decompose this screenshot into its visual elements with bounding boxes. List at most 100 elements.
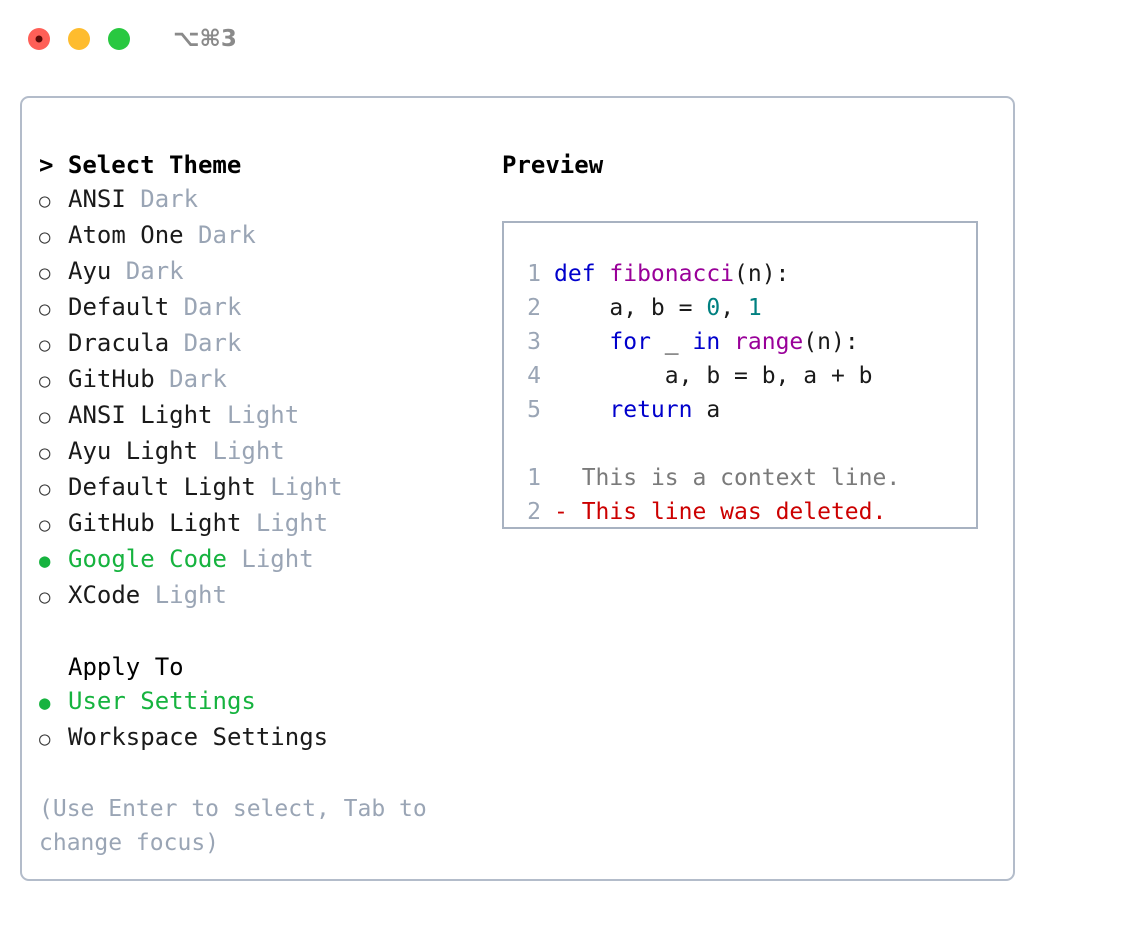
code-token-kw: def: [554, 261, 610, 287]
theme-option-github[interactable]: ○ GitHub Dark: [39, 362, 499, 398]
theme-option-xcode[interactable]: ○ XCode Light: [39, 578, 499, 614]
line-number: 5: [527, 397, 541, 423]
line-number: 1: [527, 261, 541, 287]
code-token-kw: in: [692, 329, 721, 355]
theme-variant-tag: Dark: [169, 329, 242, 357]
code-token-num: 0: [706, 295, 721, 321]
code-token-fn: fibonacci: [609, 261, 735, 287]
code-line: 5 return a: [504, 393, 976, 427]
code-token-pl: _: [650, 329, 693, 355]
preview-spacer: [504, 427, 976, 461]
theme-option-ansi[interactable]: ○ANSI Dark: [39, 182, 499, 218]
theme-option-ansi-light[interactable]: ○ ANSI Light Light: [39, 398, 499, 434]
theme-option-label: XCode: [68, 581, 141, 609]
theme-option-default[interactable]: ○Default Dark: [39, 290, 499, 326]
code-token-kw: for: [609, 329, 651, 355]
radio-unselected-icon: ○: [39, 334, 51, 356]
theme-option-github-light[interactable]: ○GitHub Light Light: [39, 506, 499, 542]
code-token-pl: a, b =: [554, 295, 707, 321]
theme-option-label: Atom One: [68, 221, 184, 249]
theme-option-label: Default: [68, 293, 170, 321]
code-token-pl: [554, 329, 609, 355]
theme-variant-tag: Dark: [154, 365, 227, 393]
apply-option-label: Workspace Settings: [68, 723, 329, 751]
theme-option-list: ○ANSI Dark○Atom One Dark○Ayu Dark○Defaul…: [39, 182, 499, 614]
code-token-pl: a: [692, 397, 721, 423]
theme-variant-tag: Light: [212, 401, 300, 429]
radio-unselected-icon: ○: [39, 442, 51, 464]
code-line-text: return a: [554, 393, 720, 427]
code-line-text: a, b = b, a + b: [554, 359, 873, 393]
theme-option-label: Google Code: [68, 545, 227, 573]
theme-option-label: GitHub: [68, 365, 155, 393]
theme-option-label: ANSI Light: [68, 401, 213, 429]
code-token-kw: return: [609, 397, 693, 423]
line-number: 2: [527, 499, 541, 525]
close-button[interactable]: [28, 28, 50, 50]
code-token-pl: [720, 329, 734, 355]
diff-sign: -: [554, 499, 568, 525]
diff-line-text: This is a context line.: [567, 465, 901, 491]
radio-unselected-icon: ○: [39, 298, 51, 320]
apply-option-workspace-settings[interactable]: ○Workspace Settings: [39, 720, 499, 756]
code-line: 3 for _ in range(n):: [504, 325, 976, 359]
apply-option-list: ● User Settings ○Workspace Settings: [39, 684, 499, 756]
code-token-pl: (n):: [734, 261, 790, 287]
diff-line-del: 2- This line was deleted.: [504, 495, 976, 527]
theme-variant-tag: Light: [255, 473, 343, 501]
code-line-text: def fibonacci(n):: [554, 257, 789, 291]
theme-variant-tag: Dark: [125, 185, 199, 213]
diff-sign: [554, 461, 568, 495]
theme-variant-tag: Light: [198, 437, 285, 465]
zoom-button[interactable]: [108, 28, 130, 50]
code-token-num: 1: [747, 295, 762, 321]
line-number: 2: [527, 295, 541, 321]
radio-unselected-icon: ○: [39, 478, 51, 500]
select-theme-heading: > Select Theme: [39, 151, 242, 179]
line-number: 4: [527, 363, 541, 389]
radio-unselected-icon: ○: [39, 226, 51, 248]
line-number: 3: [527, 329, 541, 355]
apply-option-label: User Settings: [68, 687, 256, 715]
code-token-pl: ,: [720, 295, 748, 321]
radio-unselected-icon: ○: [39, 262, 51, 284]
theme-variant-tag: Light: [226, 545, 314, 573]
code-line-text: for _ in range(n):: [554, 325, 858, 359]
theme-option-atom-one[interactable]: ○ Atom One Dark: [39, 218, 499, 254]
apply-to-heading: Apply To: [68, 653, 184, 681]
diff-sample: 1 This is a context line.2- This line wa…: [504, 461, 976, 527]
theme-option-label: ANSI: [68, 185, 126, 213]
code-line: 2 a, b = 0, 1: [504, 291, 976, 325]
keyboard-hint-text: (Use Enter to select, Tab to change focu…: [39, 796, 441, 856]
minimize-button[interactable]: [68, 28, 90, 50]
theme-option-google-code[interactable]: ●Google Code Light: [39, 542, 499, 578]
code-line: 4 a, b = b, a + b: [504, 359, 976, 393]
theme-option-dracula[interactable]: ○Dracula Dark: [39, 326, 499, 362]
apply-option-user-settings[interactable]: ● User Settings: [39, 684, 499, 720]
apply-to-section: Apply To ● User Settings ○Workspace Settin…: [39, 650, 499, 756]
radio-unselected-icon: ○: [39, 586, 51, 608]
radio-selected-icon: ●: [39, 692, 51, 714]
theme-variant-tag: Dark: [183, 221, 256, 249]
code-token-pl: a, b = b, a + b: [554, 363, 873, 389]
theme-option-label: Default Light: [68, 473, 256, 501]
theme-picker-column: > Select Theme ○ANSI Dark○Atom One Dark○…: [39, 148, 499, 860]
title-bar: ⌥⌘3: [0, 0, 1140, 78]
theme-option-label: Ayu Light: [68, 437, 199, 465]
code-line-text: a, b = 0, 1: [554, 291, 762, 325]
window-controls: [28, 28, 130, 50]
theme-option-ayu-light[interactable]: ○ Ayu Light Light: [39, 434, 499, 470]
theme-variant-tag: Light: [241, 509, 329, 537]
diff-line-ctx: 1 This is a context line.: [504, 461, 976, 495]
theme-option-ayu[interactable]: ○Ayu Dark: [39, 254, 499, 290]
theme-option-label: GitHub Light: [68, 509, 242, 537]
radio-unselected-icon: ○: [39, 406, 51, 428]
theme-option-default-light[interactable]: ○ Default Light Light: [39, 470, 499, 506]
radio-unselected-icon: ○: [39, 370, 51, 392]
theme-variant-tag: Light: [140, 581, 227, 609]
keyboard-shortcut-label: ⌥⌘3: [173, 26, 237, 52]
